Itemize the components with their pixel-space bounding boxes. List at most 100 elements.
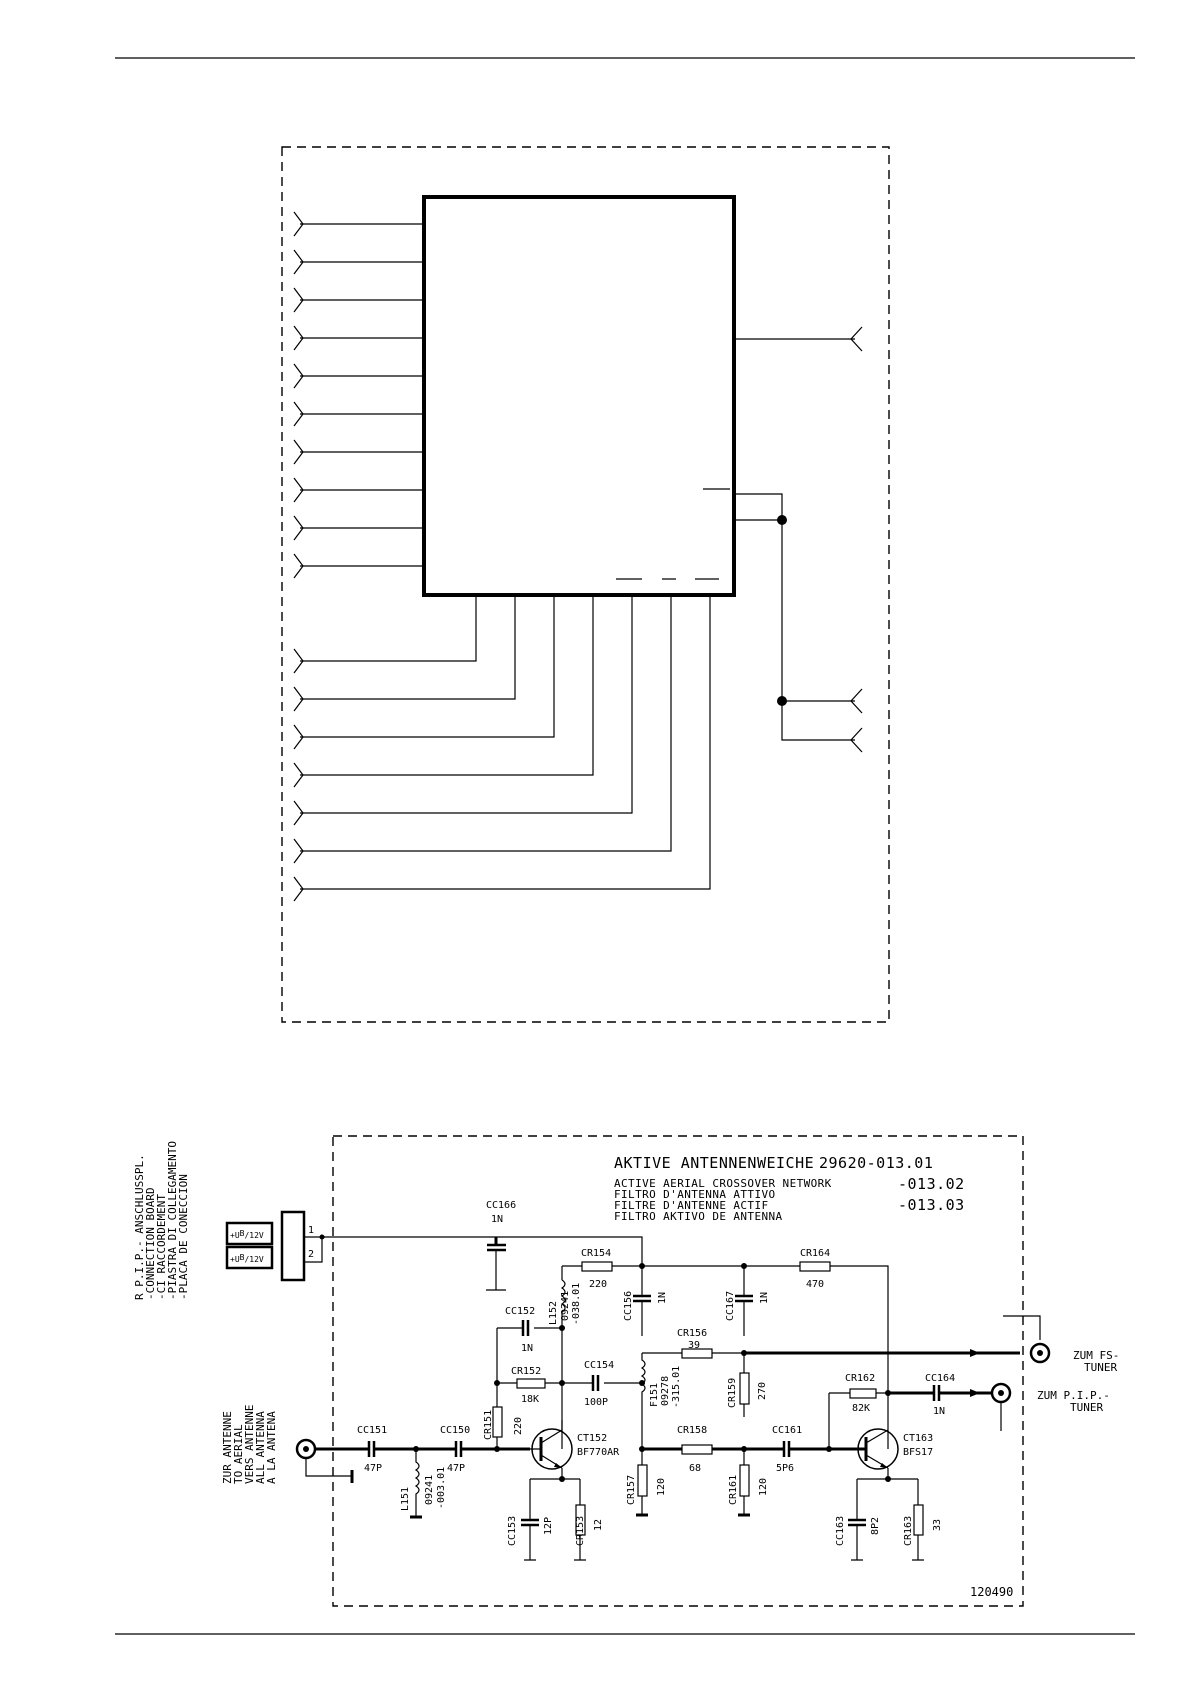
label-cr158-val: 68	[689, 1463, 701, 1474]
ic-left-pin-arrow	[293, 439, 304, 465]
ic-left-pin-arrow	[293, 401, 304, 427]
label-cc154-val: 100P	[584, 1397, 608, 1408]
ic-bottom-pin	[300, 595, 477, 662]
ic-left-pin-arrow	[293, 553, 304, 579]
label-ct163-val: BFS17	[903, 1447, 933, 1458]
ic-bottom-pin-arrow	[293, 724, 304, 750]
label-cr158-ref: CR158	[677, 1425, 707, 1436]
svg-text:120: 120	[656, 1478, 667, 1496]
label-cc151-ref: CC151	[357, 1425, 387, 1436]
label-cr156-val: 39	[688, 1340, 700, 1351]
svg-text:-315.01: -315.01	[671, 1366, 682, 1408]
svg-text:1N: 1N	[759, 1292, 770, 1304]
crossover-schematic: AKTIVE ANTENNENWEICHE 29620-013.01 ACTIV…	[133, 1135, 1119, 1607]
svg-text:CC167: CC167	[725, 1291, 736, 1321]
svg-text:09241: 09241	[424, 1475, 435, 1505]
ic-left-pin-arrow	[293, 363, 304, 389]
ic-left-pin-arrow	[293, 325, 304, 351]
svg-text:-PLACA DE CONECCION: -PLACA DE CONECCION	[177, 1174, 190, 1300]
svg-text:220: 220	[513, 1417, 524, 1435]
label-ct163-ref: CT163	[903, 1433, 933, 1444]
drawing-number: 120490	[970, 1585, 1013, 1599]
ic-right-pins	[703, 326, 863, 753]
svg-text:A LA ANTENA: A LA ANTENA	[265, 1411, 278, 1484]
ic-bottom-pin-arrow	[293, 686, 304, 712]
supply-box-1	[225, 1221, 274, 1246]
crossover-title: AKTIVE ANTENNENWEICHE	[614, 1154, 814, 1172]
connector-pin-1: 1	[308, 1225, 314, 1236]
svg-text:VERS ANTENNE: VERS ANTENNE	[243, 1405, 256, 1484]
svg-text:CC156: CC156	[623, 1291, 634, 1321]
label-ct152-ref: CT152	[577, 1433, 607, 1444]
crossover-part-variant-3: -013.03	[898, 1196, 965, 1214]
label-cc152-ref: CC152	[505, 1306, 535, 1317]
label-cr162-val: 82K	[852, 1403, 870, 1414]
label-cc164-ref: CC164	[925, 1373, 955, 1384]
svg-text:09278: 09278	[660, 1376, 671, 1406]
ic-block-diagram	[281, 146, 890, 1023]
crossover-subtitle-fr: FILTRE D'ANTENNE ACTIF	[614, 1199, 769, 1212]
crossover-subtitle-it: FILTRO D'ANTENNA ATTIVO	[614, 1188, 776, 1201]
svg-text:CR159: CR159	[727, 1378, 738, 1408]
svg-text:09241: 09241	[560, 1291, 571, 1321]
svg-text:12P: 12P	[543, 1517, 554, 1535]
ic-bottom-pin-arrow	[293, 762, 304, 788]
svg-text:L151: L151	[400, 1487, 411, 1511]
svg-text:CR163: CR163	[903, 1516, 914, 1546]
svg-text:CR153: CR153	[575, 1516, 586, 1546]
label-cr156-ref: CR156	[677, 1328, 707, 1339]
ic-bottom-pin-arrow	[293, 648, 304, 674]
output-pip-1: ZUM P.I.P.-	[1037, 1389, 1110, 1402]
label-cc164-val: 1N	[933, 1406, 945, 1417]
svg-text:ZUR ANTENNE: ZUR ANTENNE	[221, 1411, 234, 1484]
label-cr154-val: 220	[589, 1279, 607, 1290]
svg-text:R P.I.P.- ANSCHLUSSPL.: R P.I.P.- ANSCHLUSSPL.	[133, 1154, 146, 1300]
output-fs-2: TUNER	[1084, 1361, 1117, 1374]
crossover-part-variant-2: -013.02	[898, 1175, 965, 1193]
label-cr162-ref: CR162	[845, 1373, 875, 1384]
antenna-caption: ZUR ANTENNE TO AERIAL VERS ANTENNE ALL A…	[221, 1405, 278, 1484]
crossover-subtitle-en: ACTIVE AERIAL CROSSOVER NETWORK	[614, 1177, 832, 1190]
label-cc152-val: 1N	[521, 1343, 533, 1354]
svg-text:CC163: CC163	[835, 1516, 846, 1546]
ic-bottom-pin-arrow	[293, 876, 304, 902]
ic-bottom-pin-arrow	[293, 800, 304, 826]
label-cc150-val: 47P	[447, 1463, 465, 1474]
svg-text:CC153: CC153	[507, 1516, 518, 1546]
label-cr152-val: 18K	[521, 1394, 539, 1405]
label-cc151-val: 47P	[364, 1463, 382, 1474]
connector-caption: R P.I.P.- ANSCHLUSSPL. -CONNECTION BOARD…	[133, 1141, 190, 1300]
label-cc150-ref: CC150	[440, 1425, 470, 1436]
svg-text:ALL ANTENNA: ALL ANTENNA	[254, 1411, 267, 1484]
svg-text:1N: 1N	[657, 1292, 668, 1304]
label-cc161-val: 5P6	[776, 1463, 794, 1474]
svg-text:12: 12	[593, 1519, 604, 1531]
crossover-part-main: 29620-013.01	[819, 1154, 933, 1172]
output-pip-2: TUNER	[1070, 1401, 1103, 1414]
svg-text:TO AERIAL: TO AERIAL	[232, 1424, 245, 1484]
label-cc166-ref: CC166	[486, 1200, 516, 1211]
ic-left-pin-arrow	[293, 287, 304, 313]
connector-block	[280, 1210, 306, 1282]
ic-left-pin-arrow	[293, 477, 304, 503]
connector-pin-2: 2	[308, 1249, 314, 1260]
svg-text:-CI RACCORDEMENT: -CI RACCORDEMENT	[155, 1194, 168, 1300]
rotated-labels: L152 09241 -038.01 CC156 1N CC167 1N F15…	[221, 1283, 943, 1546]
svg-text:-CONNECTION BOARD: -CONNECTION BOARD	[144, 1187, 157, 1300]
supply-label-1: +UB/12V	[230, 1229, 264, 1240]
label-cr164-val: 470	[806, 1279, 824, 1290]
ic-left-pin-arrow	[293, 211, 304, 237]
label-cr152-ref: CR152	[511, 1366, 541, 1377]
svg-text:-003.01: -003.01	[436, 1467, 447, 1509]
label-cr164-ref: CR164	[800, 1248, 830, 1259]
ic-left-pin-arrow	[293, 249, 304, 275]
supply-label-2: +UB/12V	[230, 1253, 264, 1264]
ic-bottom-pin	[300, 595, 672, 852]
ic-bottom-pin	[300, 595, 516, 700]
ic-left-pin-arrow	[293, 515, 304, 541]
ic-bottom-pin	[300, 595, 555, 738]
svg-text:33: 33	[932, 1519, 943, 1531]
svg-text:-038.01: -038.01	[571, 1283, 582, 1325]
svg-text:8P2: 8P2	[870, 1517, 881, 1535]
